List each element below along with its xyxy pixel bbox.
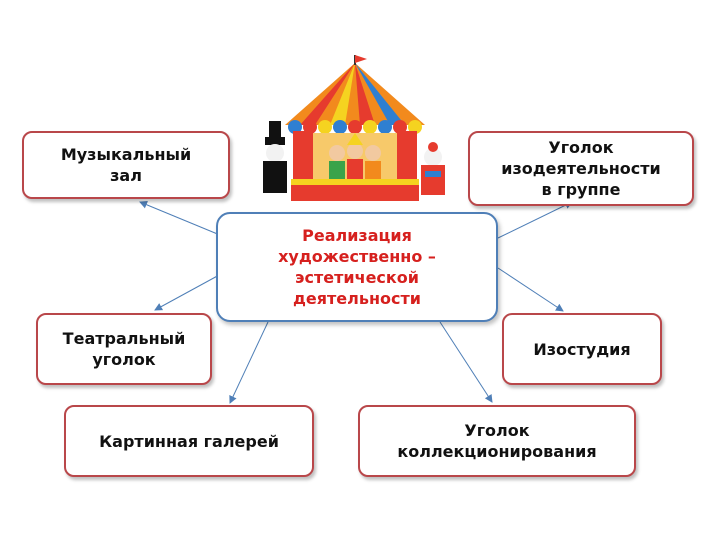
puppet-theater-illustration bbox=[263, 55, 445, 201]
node-picture-gallery: Картинная галерей bbox=[64, 405, 314, 477]
arrow-to-picture-gallery bbox=[229, 321, 269, 404]
node-art-studio: Изостудия bbox=[502, 313, 662, 385]
node-theater-corner: Театральный уголок bbox=[36, 313, 212, 385]
node-collecting-corner: Уголок коллекционирования bbox=[358, 405, 636, 477]
arrow-to-collecting-corner bbox=[439, 321, 493, 403]
node-music-hall: Музыкальный зал bbox=[22, 131, 230, 199]
center-node-artistic-aesthetic-activity: Реализация художественно – эстетической … bbox=[216, 212, 498, 322]
node-art-corner: Уголок изодеятельности в группе bbox=[468, 131, 694, 206]
arrow-to-art-studio bbox=[497, 267, 564, 312]
arrow-to-art-corner bbox=[497, 201, 573, 239]
